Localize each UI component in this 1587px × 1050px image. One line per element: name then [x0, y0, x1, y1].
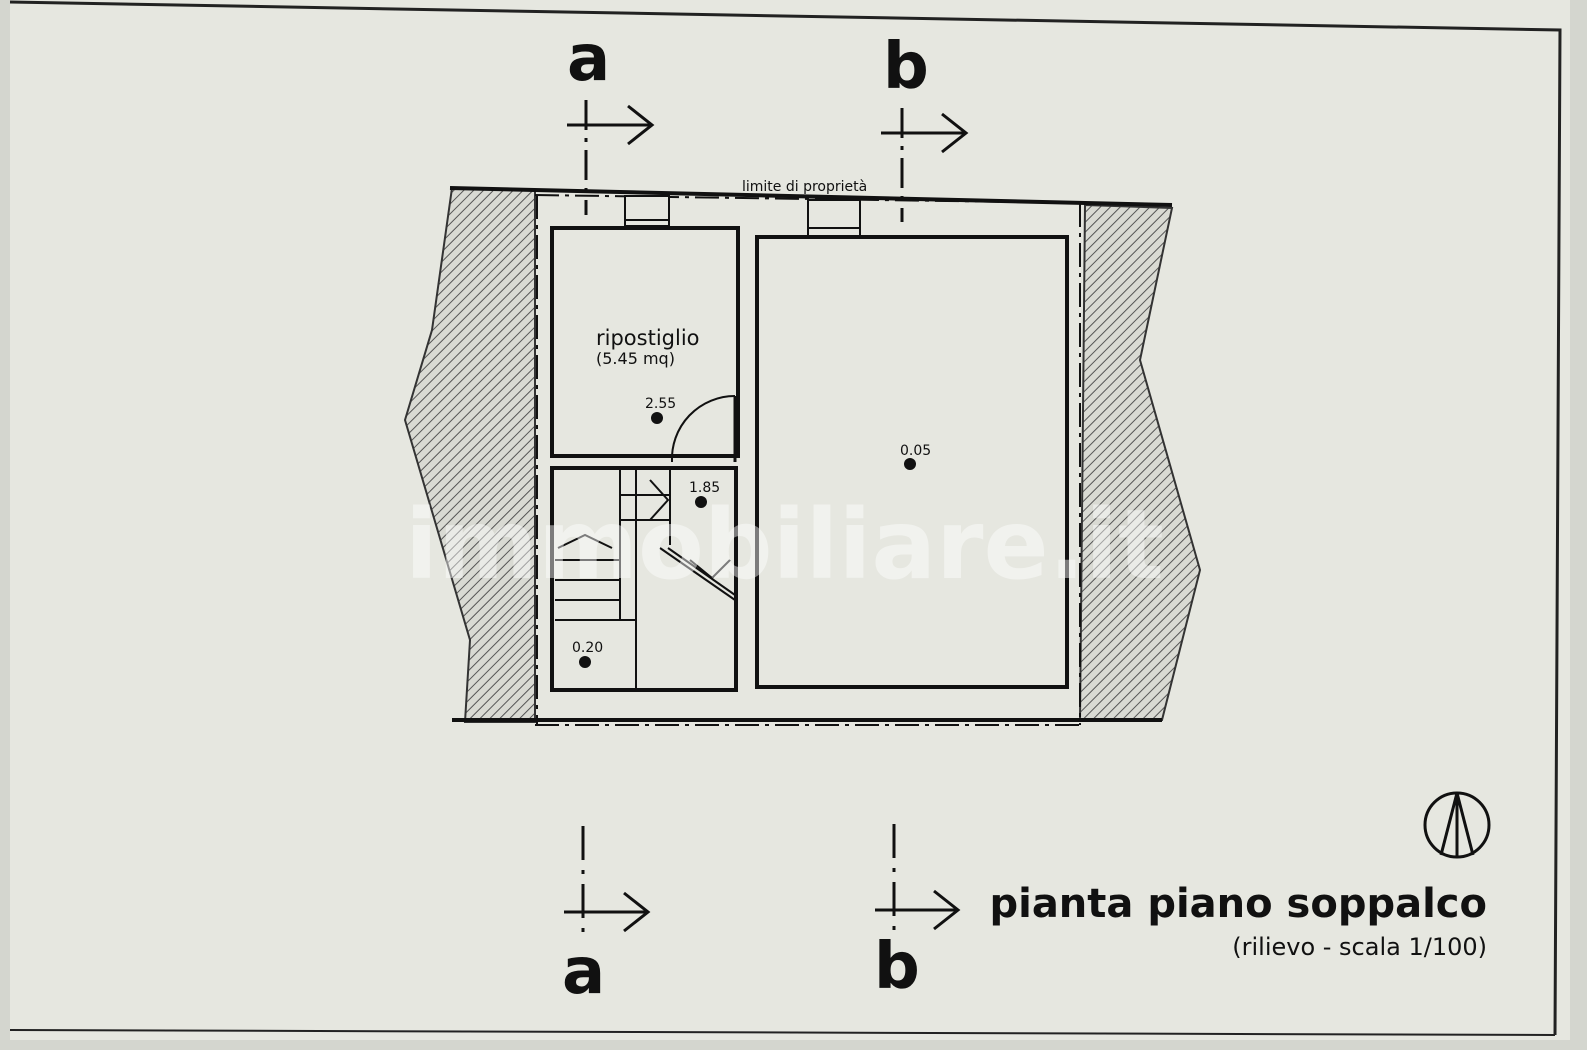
- north-arrow-icon: [1423, 791, 1491, 859]
- elevation-main-room: 0.05: [900, 443, 931, 470]
- right-party-wall: [1078, 203, 1202, 721]
- elevation-main-room-label: 0.05: [900, 443, 931, 459]
- section-b-top-label: b: [883, 30, 929, 104]
- storage-room: [550, 226, 740, 458]
- section-b-top-marker: b: [881, 30, 969, 222]
- section-b-bottom-label: b: [874, 930, 920, 1004]
- watermark-logo: immobiliare.it: [405, 489, 1164, 601]
- sheet-border-bottom: [9, 1029, 1556, 1036]
- storage-door: [670, 394, 737, 463]
- elevation-storage: 2.55: [645, 396, 676, 424]
- window-left: [624, 195, 670, 227]
- section-a-top-label: a: [567, 22, 610, 96]
- drawing-title: pianta piano soppalco: [989, 881, 1487, 927]
- property-limit-label: limite di proprietà: [742, 179, 867, 195]
- elevation-landing: 1.85: [689, 480, 720, 508]
- sheet-border: [9, 0, 1562, 1036]
- storage-room-label: ripostiglio: [596, 326, 700, 350]
- left-party-wall: [403, 186, 536, 723]
- section-a-bottom-marker: a: [562, 826, 651, 1009]
- section-a-bottom-label: a: [562, 935, 605, 1009]
- section-b-bottom-marker: b: [874, 824, 961, 1004]
- storage-room-area: (5.45 mq): [596, 349, 675, 368]
- elevation-stair-base-label: 0.20: [572, 640, 603, 656]
- section-a-top-marker: a: [567, 22, 655, 215]
- elevation-landing-label: 1.85: [689, 480, 720, 496]
- drawing-subtitle: (rilievo - scala 1/100): [1232, 933, 1487, 961]
- window-right: [807, 199, 861, 237]
- elevation-storage-label: 2.55: [645, 396, 676, 412]
- elevation-stair-base: 0.20: [572, 640, 603, 668]
- staircase: [555, 470, 736, 690]
